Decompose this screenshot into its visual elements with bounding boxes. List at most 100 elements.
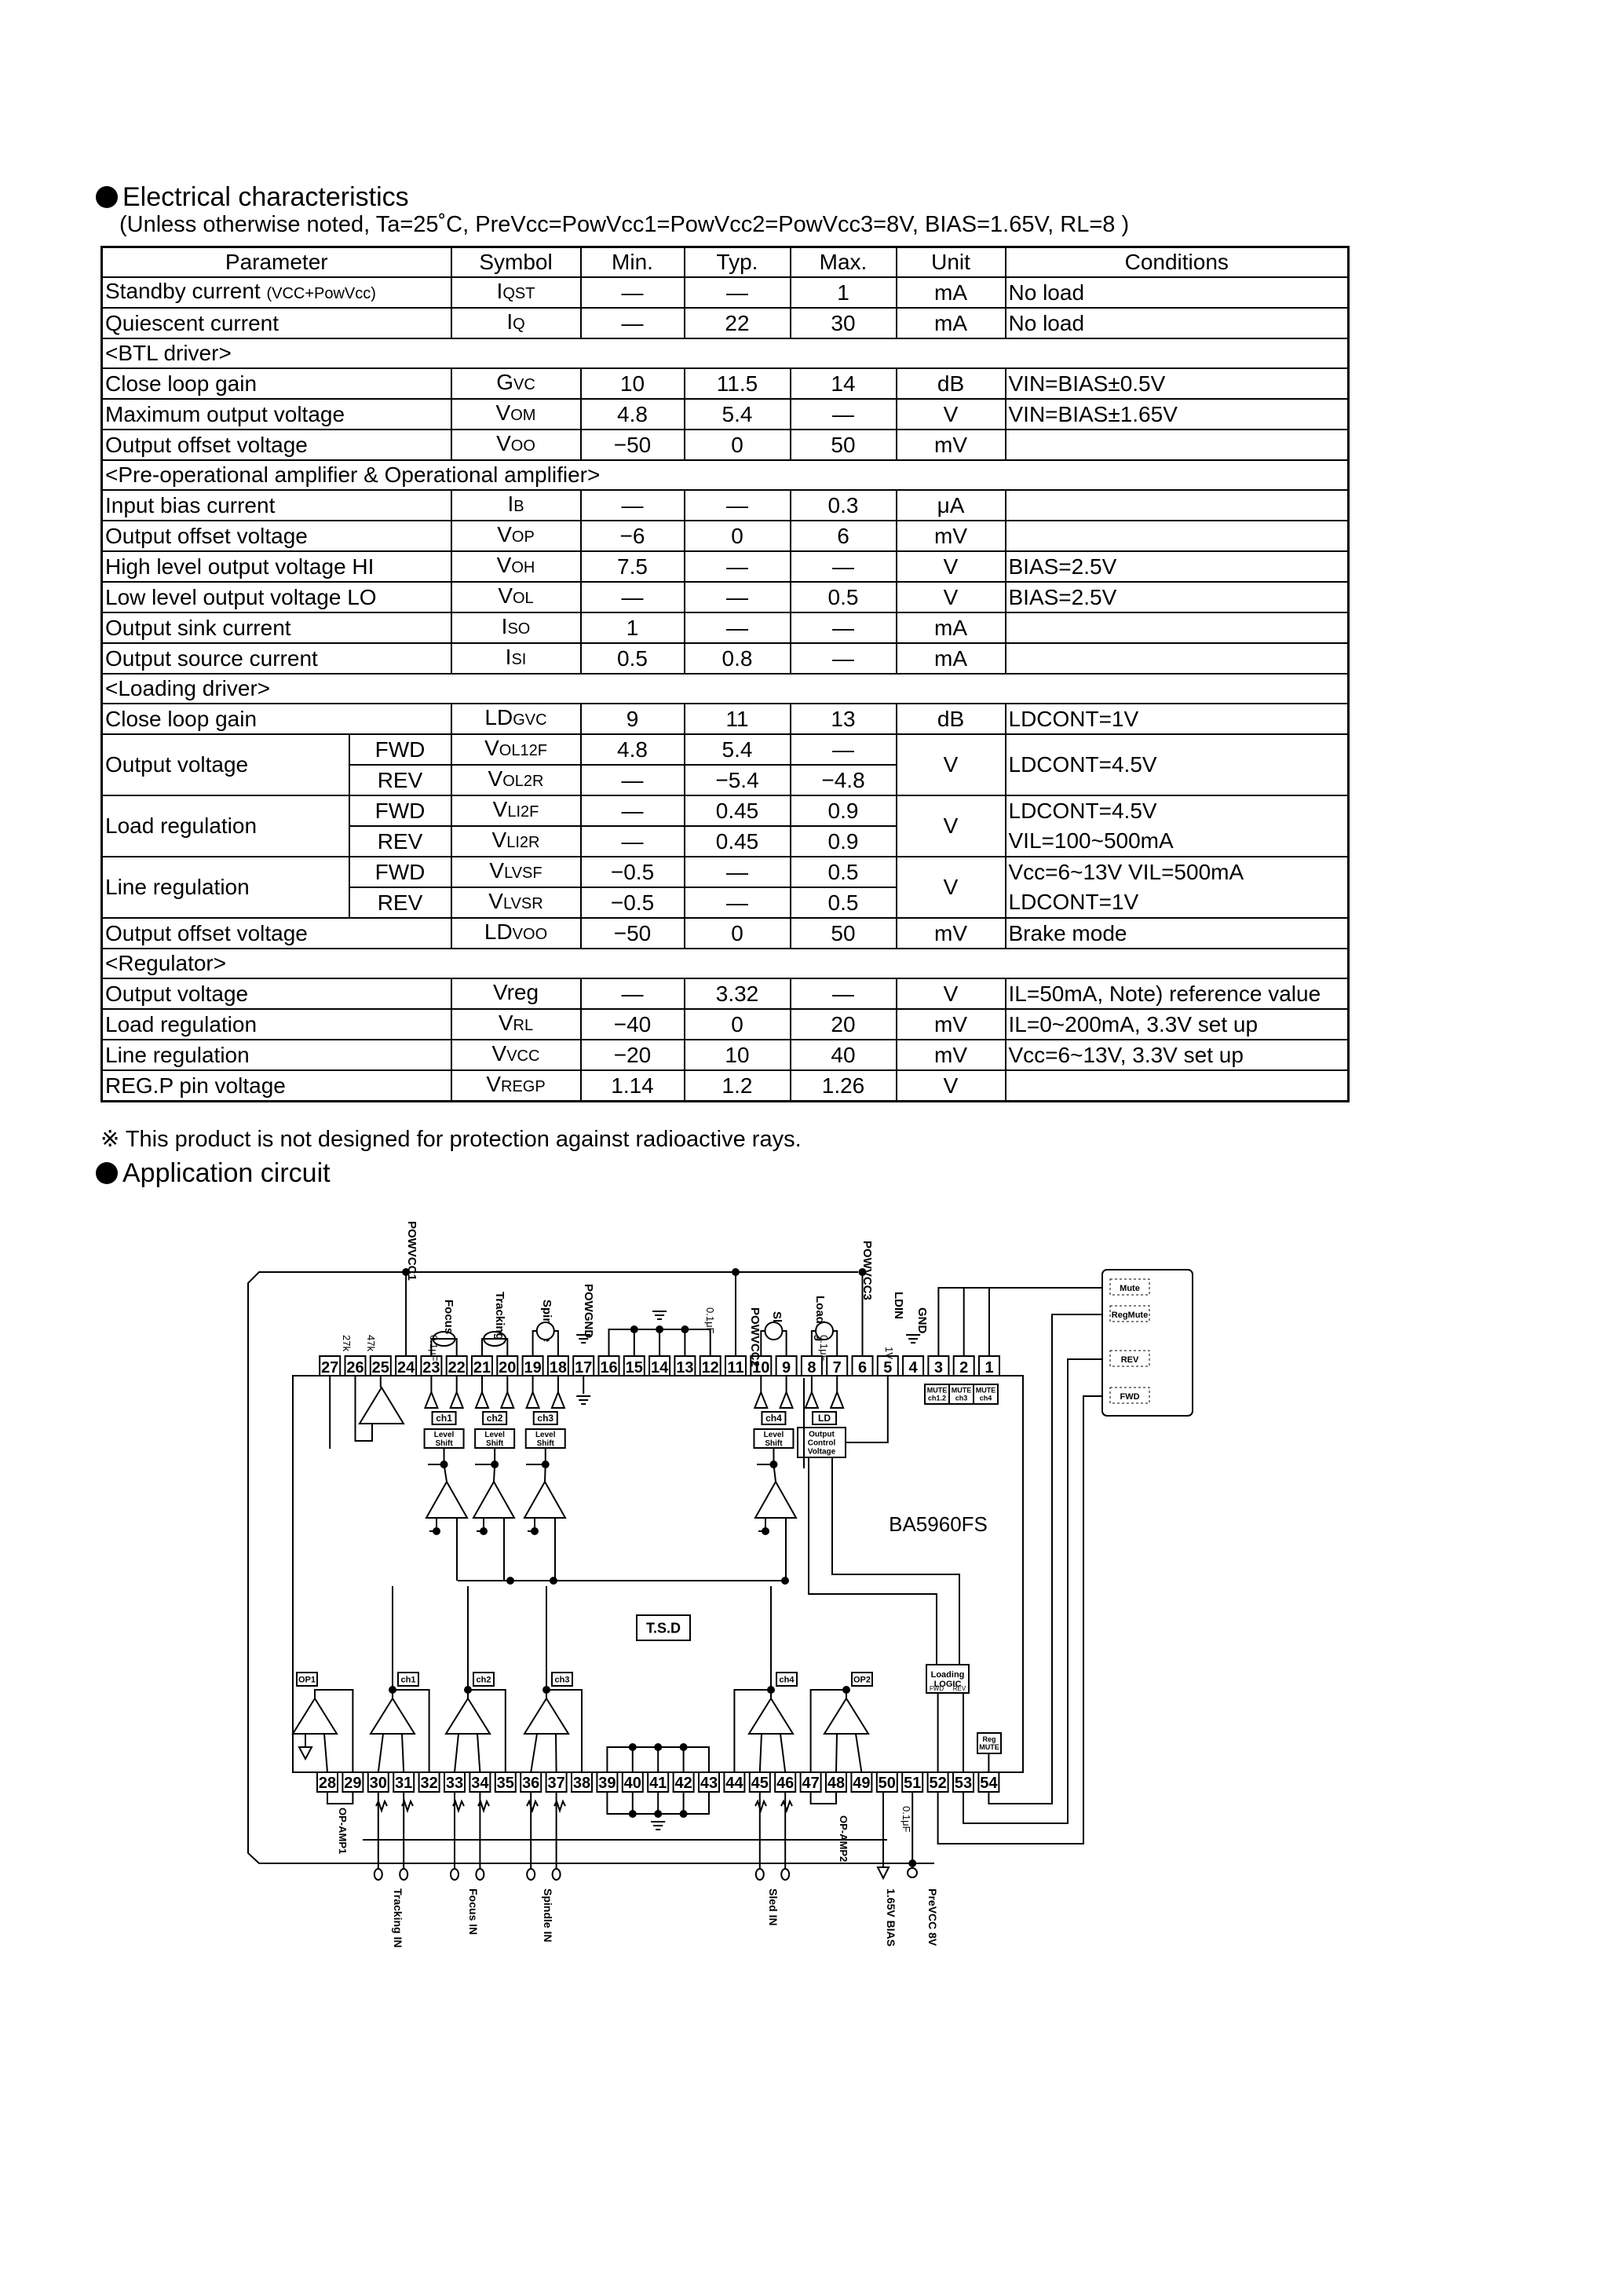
- pin-number: 26: [346, 1359, 363, 1377]
- parameter-cell: Low level output voltage LO: [100, 581, 452, 613]
- pin-number: 31: [395, 1775, 412, 1792]
- pin-27: [319, 1355, 342, 1377]
- level-shift-block-label: Shift: [537, 1439, 555, 1448]
- loading-logic-block: [926, 1664, 970, 1694]
- pin-number: 20: [499, 1359, 516, 1377]
- header-min: Min.: [579, 246, 685, 278]
- max-cell: 0.9: [789, 825, 897, 857]
- pin-number: 11: [727, 1359, 743, 1377]
- pin-2: [952, 1355, 975, 1377]
- pin-number: 8: [807, 1359, 816, 1377]
- control-signal-label: Mute: [1120, 1284, 1140, 1293]
- channel-label-box: [812, 1411, 838, 1425]
- unit-cell: mV: [895, 1039, 1006, 1071]
- max-cell: 1: [789, 276, 897, 309]
- resistor-icon: [526, 1799, 539, 1814]
- input-terminal-icon: [551, 1868, 561, 1881]
- unit-cell: V: [895, 1069, 1006, 1102]
- typ-cell: 0.8: [683, 642, 791, 675]
- coil-icon: [432, 1331, 456, 1347]
- condition-text: VIL=100~500mA: [1008, 828, 1174, 853]
- input-terminal-icon: [754, 1868, 765, 1881]
- parameter-name: Output voltage: [105, 981, 249, 1006]
- junction-dot: [858, 1268, 867, 1276]
- tsd-block: [636, 1614, 691, 1641]
- min-cell: 1.14: [579, 1069, 685, 1102]
- part-number-label: BA5960FS: [889, 1512, 988, 1536]
- pin-number: 47: [802, 1775, 819, 1792]
- condition-text: BIAS=2.5V: [1008, 584, 1117, 609]
- mute-block-label: ch4: [980, 1395, 992, 1402]
- unit-cell: μA: [895, 489, 1006, 521]
- pin-number: 10: [752, 1359, 769, 1377]
- resistor-icon: [754, 1799, 767, 1814]
- pin-32: [418, 1771, 440, 1793]
- header-conditions: Conditions: [1004, 246, 1350, 278]
- channel-label-box: [761, 1411, 787, 1425]
- typ-cell: 10: [683, 1039, 791, 1071]
- mute-block-label: ch1.2: [928, 1395, 946, 1402]
- level-shift-block-label: Level: [535, 1431, 556, 1439]
- max-cell: 0.3: [789, 489, 897, 521]
- conditions-cell: [1004, 612, 1350, 644]
- condition-text: IL=0~200mA, 3.3V set up: [1008, 1011, 1259, 1036]
- symbol-main: V: [488, 889, 503, 913]
- pin-49: [850, 1771, 873, 1793]
- conditions-cell: BIAS=2.5V: [1004, 550, 1350, 583]
- parameter-name: Output sink current: [105, 615, 291, 640]
- level-shift-block-label: Level: [434, 1431, 455, 1439]
- channel-label-box-label: ch1: [436, 1413, 452, 1424]
- component-value: 1V: [883, 1347, 895, 1359]
- symbol-main: V: [496, 431, 511, 455]
- section-title-application: Application circuit: [96, 1158, 331, 1189]
- header-parameter: Parameter: [100, 246, 452, 278]
- junction-dot: [654, 1743, 663, 1751]
- input-label: 1.65V BIAS: [885, 1888, 897, 1947]
- pin-number: 44: [725, 1775, 743, 1792]
- unit-cell: mV: [895, 429, 1006, 461]
- pin-30: [367, 1771, 389, 1793]
- parameter-cell: Output sink current: [100, 612, 452, 644]
- pin-function-label: Tracking: [493, 1292, 506, 1340]
- opamp-label-box-label: ch1: [401, 1675, 416, 1684]
- header-typ: Typ.: [683, 246, 791, 278]
- junction-dot: [550, 1577, 557, 1585]
- supply-wire: [247, 1271, 934, 1864]
- pin-number: 22: [448, 1359, 466, 1377]
- wire: [493, 1464, 496, 1483]
- conditions-cell: [1004, 489, 1350, 521]
- conditions-cell: BIAS=2.5V: [1004, 581, 1350, 613]
- motor-icon: [764, 1322, 784, 1340]
- symbol-main: V: [488, 766, 503, 791]
- min-cell: 9: [579, 703, 685, 735]
- junction-dot: [908, 1859, 917, 1867]
- opamp-label-box-label: OP1: [298, 1675, 316, 1684]
- title-text: Electrical characteristics: [122, 182, 409, 212]
- input-terminal-icon: [399, 1868, 409, 1881]
- conditions-cell: [1004, 642, 1350, 675]
- parameter-name: Output offset voltage: [105, 432, 308, 457]
- pin-48: [825, 1771, 847, 1793]
- pin-number: 53: [955, 1775, 972, 1792]
- wire: [314, 1689, 354, 1772]
- component-value: 47k: [365, 1335, 377, 1351]
- symbol-subscript: GVC: [513, 711, 547, 729]
- loading-input-label: REV: [953, 1685, 966, 1692]
- condition-text: No load: [1008, 280, 1085, 305]
- parameter-cell: High level output voltage HI: [100, 550, 452, 583]
- table-section-row: <Pre-operational amplifier & Operational…: [100, 459, 1350, 491]
- wire: [392, 1689, 430, 1772]
- parameter-name: Quiescent current: [105, 310, 279, 335]
- typ-cell: 5.4: [683, 398, 791, 430]
- channel-label-box-label: LD: [818, 1413, 831, 1424]
- conditions-cell: Vcc=6~13V, 3.3V set up: [1004, 1039, 1350, 1071]
- max-cell: 20: [789, 1008, 897, 1040]
- wire: [544, 1464, 546, 1483]
- condition-text: LDCONT=1V: [1008, 890, 1139, 914]
- symbol-cell: VOL2R: [450, 764, 582, 796]
- wire: [831, 1457, 960, 1665]
- wire: [481, 1338, 509, 1356]
